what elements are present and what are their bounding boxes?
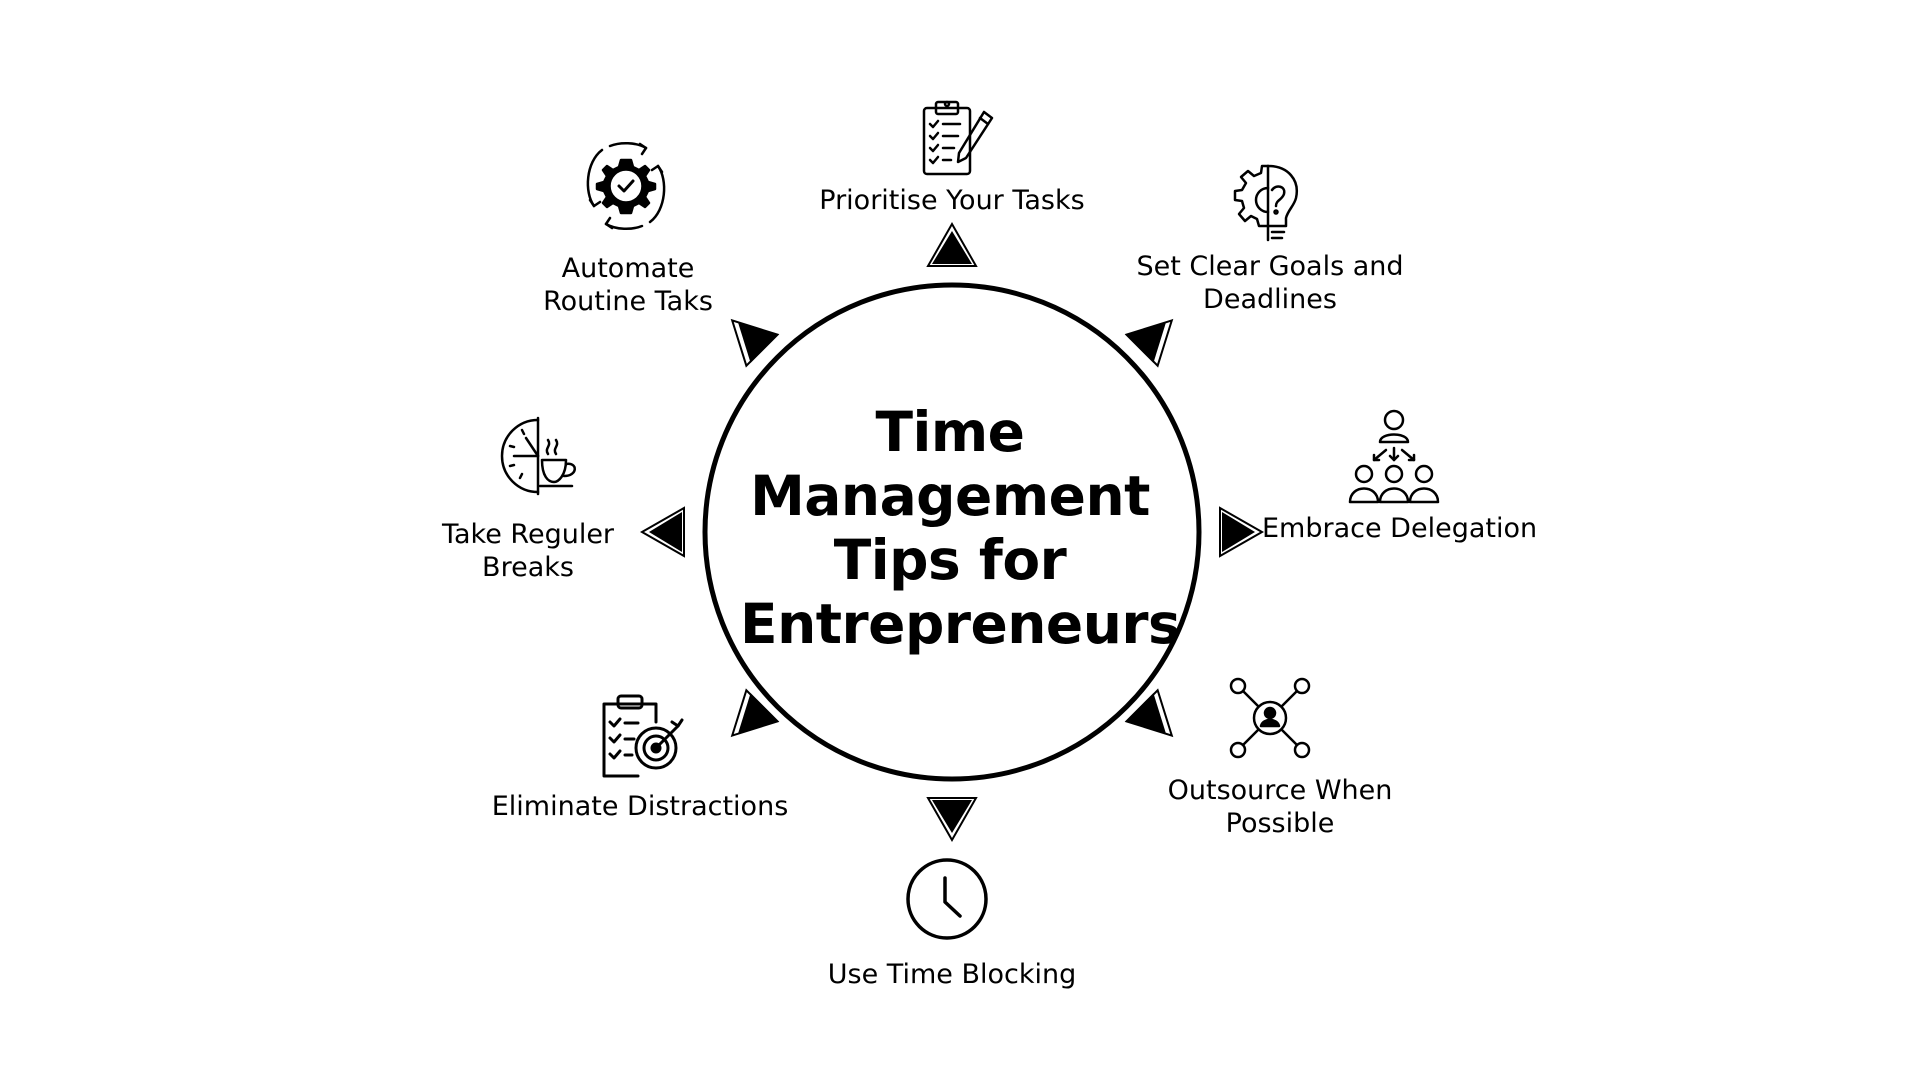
arrow-right [1219, 506, 1265, 558]
center-title-line-3: Tips for [833, 528, 1067, 592]
arrow-up-right [1124, 318, 1174, 368]
tip-label-timeblocking: Use Time Blocking [792, 958, 1112, 991]
arrow-down-right [1124, 688, 1174, 738]
center-title-line-4: Entrepreneurs [740, 592, 1181, 656]
checklist-target-icon [598, 692, 686, 780]
tip-label-prioritise: Prioritise Your Tasks [792, 184, 1112, 217]
network-person-icon [1228, 676, 1312, 760]
clipboard-checklist-pencil-icon [918, 98, 996, 178]
tip-label-line: Possible [1225, 808, 1335, 839]
tip-label-line: Outsource When [1167, 775, 1393, 806]
tip-label-distractions: Eliminate Distractions [480, 790, 800, 823]
team-hierarchy-icon [1346, 408, 1442, 504]
tip-label-line: Embrace Delegation [1262, 513, 1538, 544]
tip-label-line: Set Clear Goals and [1136, 251, 1404, 282]
tip-label-line: Take Reguler [441, 519, 615, 550]
tip-label-breaks: Take Reguler Breaks [408, 518, 648, 584]
arrow-left [639, 506, 685, 558]
tip-label-outsource: Outsource When Possible [1130, 774, 1430, 840]
center-title: Time Management Tips for Entrepreneurs [740, 400, 1181, 656]
tip-label-line: Automate [561, 253, 695, 284]
tip-label-automate: Automate Routine Taks [508, 252, 748, 318]
center-title-line-1: Time [875, 400, 1025, 464]
tip-label-line: Deadlines [1203, 284, 1337, 315]
center-title-line-2: Management [750, 464, 1150, 528]
arrow-up [926, 221, 978, 267]
tip-label-line: Use Time Blocking [827, 959, 1077, 990]
tip-label-line: Prioritise Your Tasks [819, 185, 1085, 216]
tip-label-line: Routine Taks [543, 286, 713, 317]
arrow-up-left [730, 318, 780, 368]
arrow-down [926, 797, 978, 843]
gear-lightbulb-icon [1226, 160, 1310, 244]
arrow-down-left [730, 688, 780, 738]
tip-label-delegation: Embrace Delegation [1262, 512, 1562, 545]
tip-label-line: Breaks [482, 552, 574, 583]
center-circle [702, 282, 1202, 782]
clock-icon [904, 856, 990, 942]
clock-coffee-cup-icon [500, 416, 586, 496]
gear-cycle-check-icon [580, 140, 672, 232]
tip-label-line: Eliminate Distractions [491, 791, 789, 822]
tip-label-goals: Set Clear Goals and Deadlines [1110, 250, 1430, 316]
